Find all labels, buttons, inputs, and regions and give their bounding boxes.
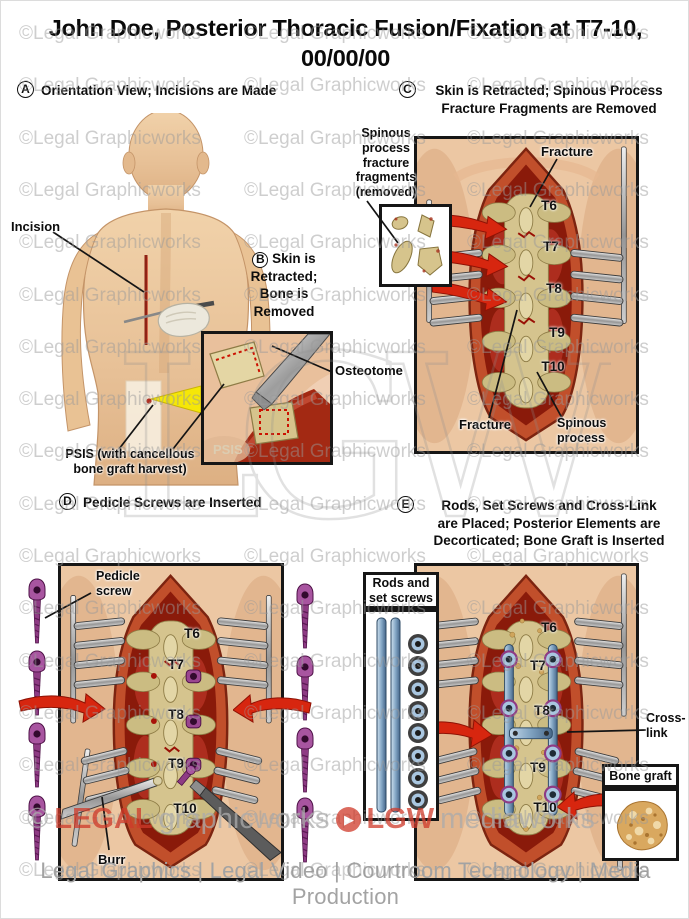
footer-tagline: Legal Graphics | Legal Video | Courtroom… [40,858,651,909]
panel-c-box [414,136,639,454]
panel-e-letter-icon: E [397,496,414,513]
rods-set-screws-label-box: Rods and set screws [363,572,439,609]
pilot-holes [150,672,157,768]
panel-c-heading: C Skin is Retracted; Spinous Process Fra… [399,81,677,117]
panel-b-heading-line3: Bone is [259,286,309,302]
vertebra-label-e-t9: T9 [530,760,546,775]
vertebra-label-d-t7: T7 [168,657,184,672]
incision-label: Incision [11,219,61,234]
panel-e-heading: E Rods, Set Screws and Cross-Link are Pl… [397,496,679,550]
vertebra-label-e-t7: T7 [530,658,546,673]
vertebra-label-c-t7: T7 [543,239,559,254]
panel-d-heading-text: Pedicle Screws are Inserted [83,495,262,510]
cross-link-bar [508,727,553,740]
vertebra-label-c-t9: T9 [549,325,565,340]
page-title-line1: John Doe, Posterior Thoracic Fusion/Fixa… [48,15,643,41]
incision-mark [144,255,148,345]
panel-c-heading-line1: Skin is Retracted; Spinous Process [435,83,663,98]
bone-graft-label-box: Bone graft [602,764,679,788]
rods-set-screws-illustration [366,612,436,818]
vertebra-label-e-t8: T8 [534,703,550,718]
vertebra-label-d-t6: T6 [184,626,200,641]
psis-harvest-site [146,398,152,404]
vertebra-label-c-t6: T6 [541,198,557,213]
vertebra-label-d-t10: T10 [173,801,197,816]
panel-d-letter-icon: D [59,493,76,510]
panel-a-letter-icon: A [17,81,34,98]
panel-b-heading: B Skin is Retracted; Bone is Removed [232,250,336,320]
osteotome-label: Osteotome [335,363,403,378]
fracture-bottom-label: Fracture [459,417,512,432]
burr-label: Burr [98,852,126,867]
panel-b-heading-line2: Retracted; [250,268,318,284]
screwdriver-tool [176,765,281,861]
iliac-bone-graft [209,341,299,445]
panel-e-heading-line3: Decorticated; Bone Graft is Inserted [433,533,665,549]
vertebra-label-d-t8: T8 [168,707,184,722]
panel-c-heading-line2: Fracture Fragments are Removed [441,100,657,116]
panel-a-heading-text: Orientation View; Incisions are Made [41,83,277,98]
play-icon: ▶ [335,807,361,832]
red-arrow-right-d [233,693,312,723]
retractor-right-icon [211,595,272,804]
fracture-top-label: Fracture [541,144,594,159]
surgical-drape [125,380,162,452]
panel-b-heading-line1: Skin is [272,251,316,266]
panel-d-heading: D Pedicle Screws are Inserted [59,493,262,512]
spine-exposure-illustration [417,139,636,451]
set-screw-heads [500,650,562,804]
panel-b-letter-icon: B [252,251,269,268]
bone-graft-inset [602,788,679,861]
psis-harvest-label: PSIS (with cancellous bone graft harvest… [65,447,195,476]
vertebra-label-d-t9: T9 [168,756,184,771]
vertebra-label-e-t6: T6 [541,620,557,635]
page-title: John Doe, Posterior Thoracic Fusion/Fixa… [1,13,688,73]
page-title-line2: 00/00/00 [300,45,391,72]
scalpel-hand [123,300,215,337]
panel-b-heading-line4: Removed [253,303,315,319]
panel-b-inset: PSIS [201,331,333,465]
pedicle-screw-label: Pedicle screw [96,569,140,598]
bone-graft-illustration [605,791,676,858]
vertebra-label-c-t8: T8 [546,281,562,296]
retractor-left-icon [70,595,132,847]
rods-set-screws-label: Rods and set screws [369,575,433,605]
panel-d-box [58,563,284,881]
rods-set-screws-inset [363,609,439,821]
panel-c-letter-icon: C [399,81,416,98]
set-screws-column [408,634,428,810]
pedicle-screw-insertion-illustration [61,566,281,878]
vertebra-label-c-t10: T10 [541,359,565,374]
bone-fragments-illustration [382,207,449,284]
panel-e-heading-line2: are Placed; Posterior Elements are [437,515,661,531]
panel-e-heading-line1: Rods, Set Screws and Cross-Link [441,498,657,513]
spinous-process-label: Spinous process [557,416,607,445]
panel-a-heading: A Orientation View; Incisions are Made [17,81,276,100]
red-arrow-left-d [18,693,106,723]
fracture-fragments-inset [379,204,452,287]
fracture-cracks [517,230,536,325]
bone-graft-label: Bone graft [609,768,672,783]
psis-inset-label: PSIS [213,442,243,457]
fragments-label: Spinous process fracture fragments (remo… [355,126,417,199]
vertebra-label-e-t10: T10 [533,800,557,815]
retractor-right-icon [570,146,627,327]
cross-link-label: Cross-link [646,711,686,740]
